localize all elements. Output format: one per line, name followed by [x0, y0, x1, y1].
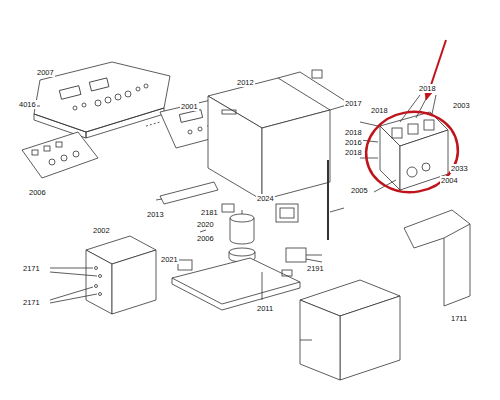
- callout-number: 1711: [450, 314, 468, 323]
- callout-number: 2018: [344, 148, 363, 157]
- callout-number: 2017: [344, 99, 363, 108]
- callout-number: 2018: [418, 84, 437, 93]
- callout-number: 2020: [196, 220, 215, 229]
- callout-number: 2018: [370, 106, 389, 115]
- callout-number: 2004: [440, 176, 459, 185]
- callout-number: 2191: [306, 264, 325, 273]
- callout-number: 4016: [18, 100, 37, 109]
- callout-number: 2033: [450, 164, 469, 173]
- callout-number: 2171: [22, 264, 41, 273]
- callout-number: 2007: [36, 68, 55, 77]
- callout-number: 2013: [146, 210, 165, 219]
- callout-number: 2018: [344, 128, 363, 137]
- callout-number: 2171: [22, 298, 41, 307]
- callout-number: 2181: [200, 208, 219, 217]
- callout-number: 2012: [236, 78, 255, 87]
- callout-number: 2021: [160, 255, 179, 264]
- callout-number: 2001: [180, 102, 199, 111]
- callout-number: 2006: [28, 188, 47, 197]
- callout-number: 2024: [256, 194, 275, 203]
- callout-number: 2011: [256, 304, 274, 313]
- callout-number: 2016: [344, 138, 363, 147]
- callout-number: 2002: [92, 226, 111, 235]
- callout-number: 2006: [196, 234, 215, 243]
- callout-number: 2005: [350, 186, 369, 195]
- callout-number: 2003: [452, 101, 471, 110]
